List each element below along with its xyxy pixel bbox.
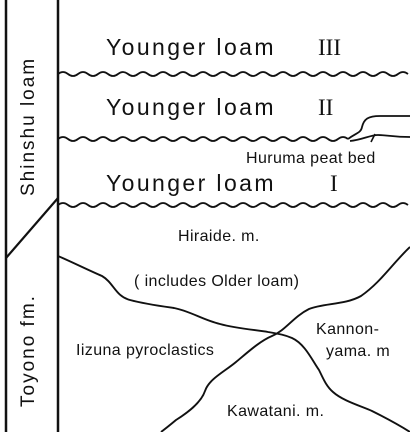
unit-kannonyama-line-2: yama. m <box>326 343 390 360</box>
unit-huruma-peat-bed: Huruma peat bed <box>246 150 376 167</box>
unit-numeral-3: III <box>318 35 341 60</box>
unit-numeral-1: I <box>330 171 338 196</box>
unit-name-younger-loam-2: Younger loam <box>106 94 276 120</box>
unit-iizuna-pyroclastics: Iizuna pyroclastics <box>76 342 214 359</box>
unit-hiraide: Hiraide. m. <box>178 228 260 245</box>
vertical-group-label-lower: Toyono fm. <box>18 294 39 407</box>
unit-kannonyama-line-1: Kannon- <box>316 321 379 338</box>
unit-name-younger-loam-1: Younger loam <box>106 170 276 196</box>
unit-kawatani: Kawatani. m. <box>227 403 324 420</box>
unit-numeral-2: II <box>318 95 333 120</box>
unit-hiraide-note: ( includes Older loam) <box>134 273 299 290</box>
group-label-shinshu-loam: Shinshu loam <box>18 57 39 196</box>
unit-name-younger-loam-3: Younger loam <box>106 34 276 60</box>
group-label-toyono-fm: Toyono fm. <box>18 294 39 407</box>
vertical-group-label-upper: Shinshu loam <box>18 57 39 196</box>
